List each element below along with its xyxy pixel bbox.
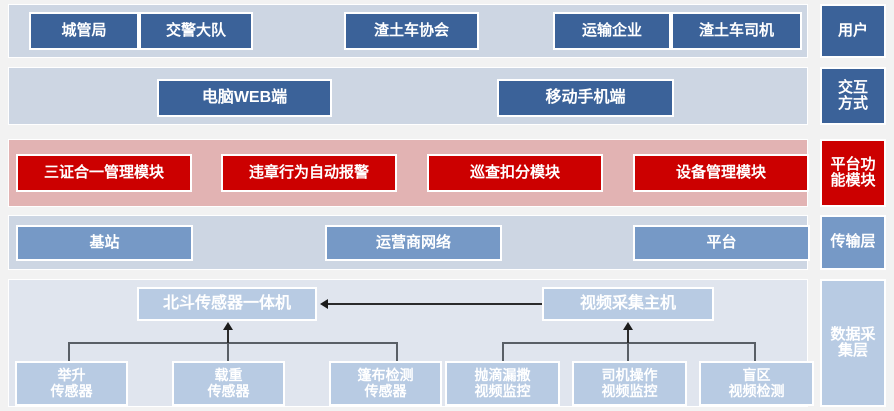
collection-hub-beidou[interactable]: 北斗传感器一体机: [137, 287, 317, 321]
transmission-box-yunyingshang-wangluo[interactable]: 运营商网络: [325, 225, 502, 261]
interaction-box-web[interactable]: 电脑WEB端: [157, 79, 332, 117]
sensor-box-sijicaozuo-line1: 司机操作: [601, 366, 658, 383]
layer-label-interaction-line1: 交互: [837, 78, 868, 96]
sensor-box-zaizhong-line2: 传感器: [207, 382, 250, 399]
sensor-box-zaizhong[interactable]: 载重 传感器: [172, 361, 285, 406]
user-box-zhatuche-siji[interactable]: 渣土车司机: [671, 12, 802, 50]
layer-label-platform-line2: 能模块: [830, 172, 876, 189]
sensor-box-juesheng-line1: 举升: [57, 366, 86, 383]
user-box-yunshu-qiye[interactable]: 运输企业: [553, 12, 671, 50]
connector-right-branch-3: [754, 342, 756, 362]
layer-label-interaction-line2: 方式: [837, 95, 868, 112]
user-box-chengguanju[interactable]: 城管局: [29, 12, 139, 50]
connector-right-branch-1: [502, 342, 504, 362]
arrowhead-right-trunk: [623, 322, 633, 330]
interaction-box-mobile[interactable]: 移动手机端: [497, 79, 674, 117]
layer-label-collection: 数据采 集层: [820, 279, 886, 407]
transmission-box-jizhan[interactable]: 基站: [16, 225, 193, 261]
connector-left-branch-3: [396, 342, 398, 362]
connector-left-bracket-horizontal: [68, 342, 398, 344]
sensor-box-paodilousa[interactable]: 抛滴漏撒 视频监控: [445, 361, 560, 406]
platform-module-sanzhengheyi[interactable]: 三证合一管理模块: [16, 154, 192, 192]
sensor-box-pengbu[interactable]: 篷布检测 传感器: [329, 361, 442, 406]
sensor-box-zaizhong-line1: 载重: [214, 366, 243, 383]
collection-hub-video[interactable]: 视频采集主机: [542, 287, 714, 321]
platform-module-xuncha-koufen[interactable]: 巡查扣分模块: [427, 154, 603, 192]
layer-label-transmission: 传输层: [820, 215, 886, 270]
interaction-layer-band: [8, 67, 808, 125]
platform-module-shebei-guanli[interactable]: 设备管理模块: [633, 154, 809, 192]
sensor-box-juesheng-line2: 传感器: [50, 382, 93, 399]
user-box-zhatuche-xiehui[interactable]: 渣土车协会: [344, 12, 479, 50]
sensor-box-pengbu-line1: 篷布检测: [357, 366, 414, 383]
sensor-box-mangqu[interactable]: 盲区 视频检测: [699, 361, 814, 406]
layer-label-collection-line1: 数据采: [830, 325, 876, 343]
sensor-box-sijicaozuo-line2: 视频监控: [601, 382, 658, 399]
sensor-box-pengbu-line2: 传感器: [364, 382, 407, 399]
arrowhead-video-to-beidou: [320, 299, 328, 309]
layer-label-platform-line1: 平台功: [830, 155, 876, 173]
sensor-box-sijicaozuo[interactable]: 司机操作 视频监控: [572, 361, 687, 406]
connector-left-branch-2: [227, 342, 229, 362]
connector-video-to-beidou: [328, 303, 542, 305]
sensor-box-juesheng[interactable]: 举升 传感器: [15, 361, 128, 406]
sensor-box-paodilousa-line1: 抛滴漏撒: [474, 366, 531, 383]
platform-module-weizhang-baojing[interactable]: 违章行为自动报警: [221, 154, 397, 192]
layer-label-user: 用户: [820, 4, 886, 58]
layer-label-interaction: 交互 方式: [820, 67, 886, 125]
arrowhead-left-trunk: [223, 322, 233, 330]
connector-left-trunk-to-beidou: [227, 329, 229, 343]
connector-right-branch-2: [627, 342, 629, 362]
transmission-box-pingtai[interactable]: 平台: [633, 225, 810, 261]
user-box-jiaojingdadui[interactable]: 交警大队: [139, 12, 253, 50]
connector-right-bracket-horizontal: [502, 342, 756, 344]
sensor-box-mangqu-line2: 视频检测: [728, 382, 785, 399]
connector-right-trunk-to-video: [627, 329, 629, 343]
layer-label-platform: 平台功 能模块: [820, 139, 886, 207]
sensor-box-mangqu-line1: 盲区: [742, 366, 771, 383]
layer-label-collection-line2: 集层: [837, 342, 868, 359]
sensor-box-paodilousa-line2: 视频监控: [474, 382, 531, 399]
connector-left-branch-1: [68, 342, 70, 362]
